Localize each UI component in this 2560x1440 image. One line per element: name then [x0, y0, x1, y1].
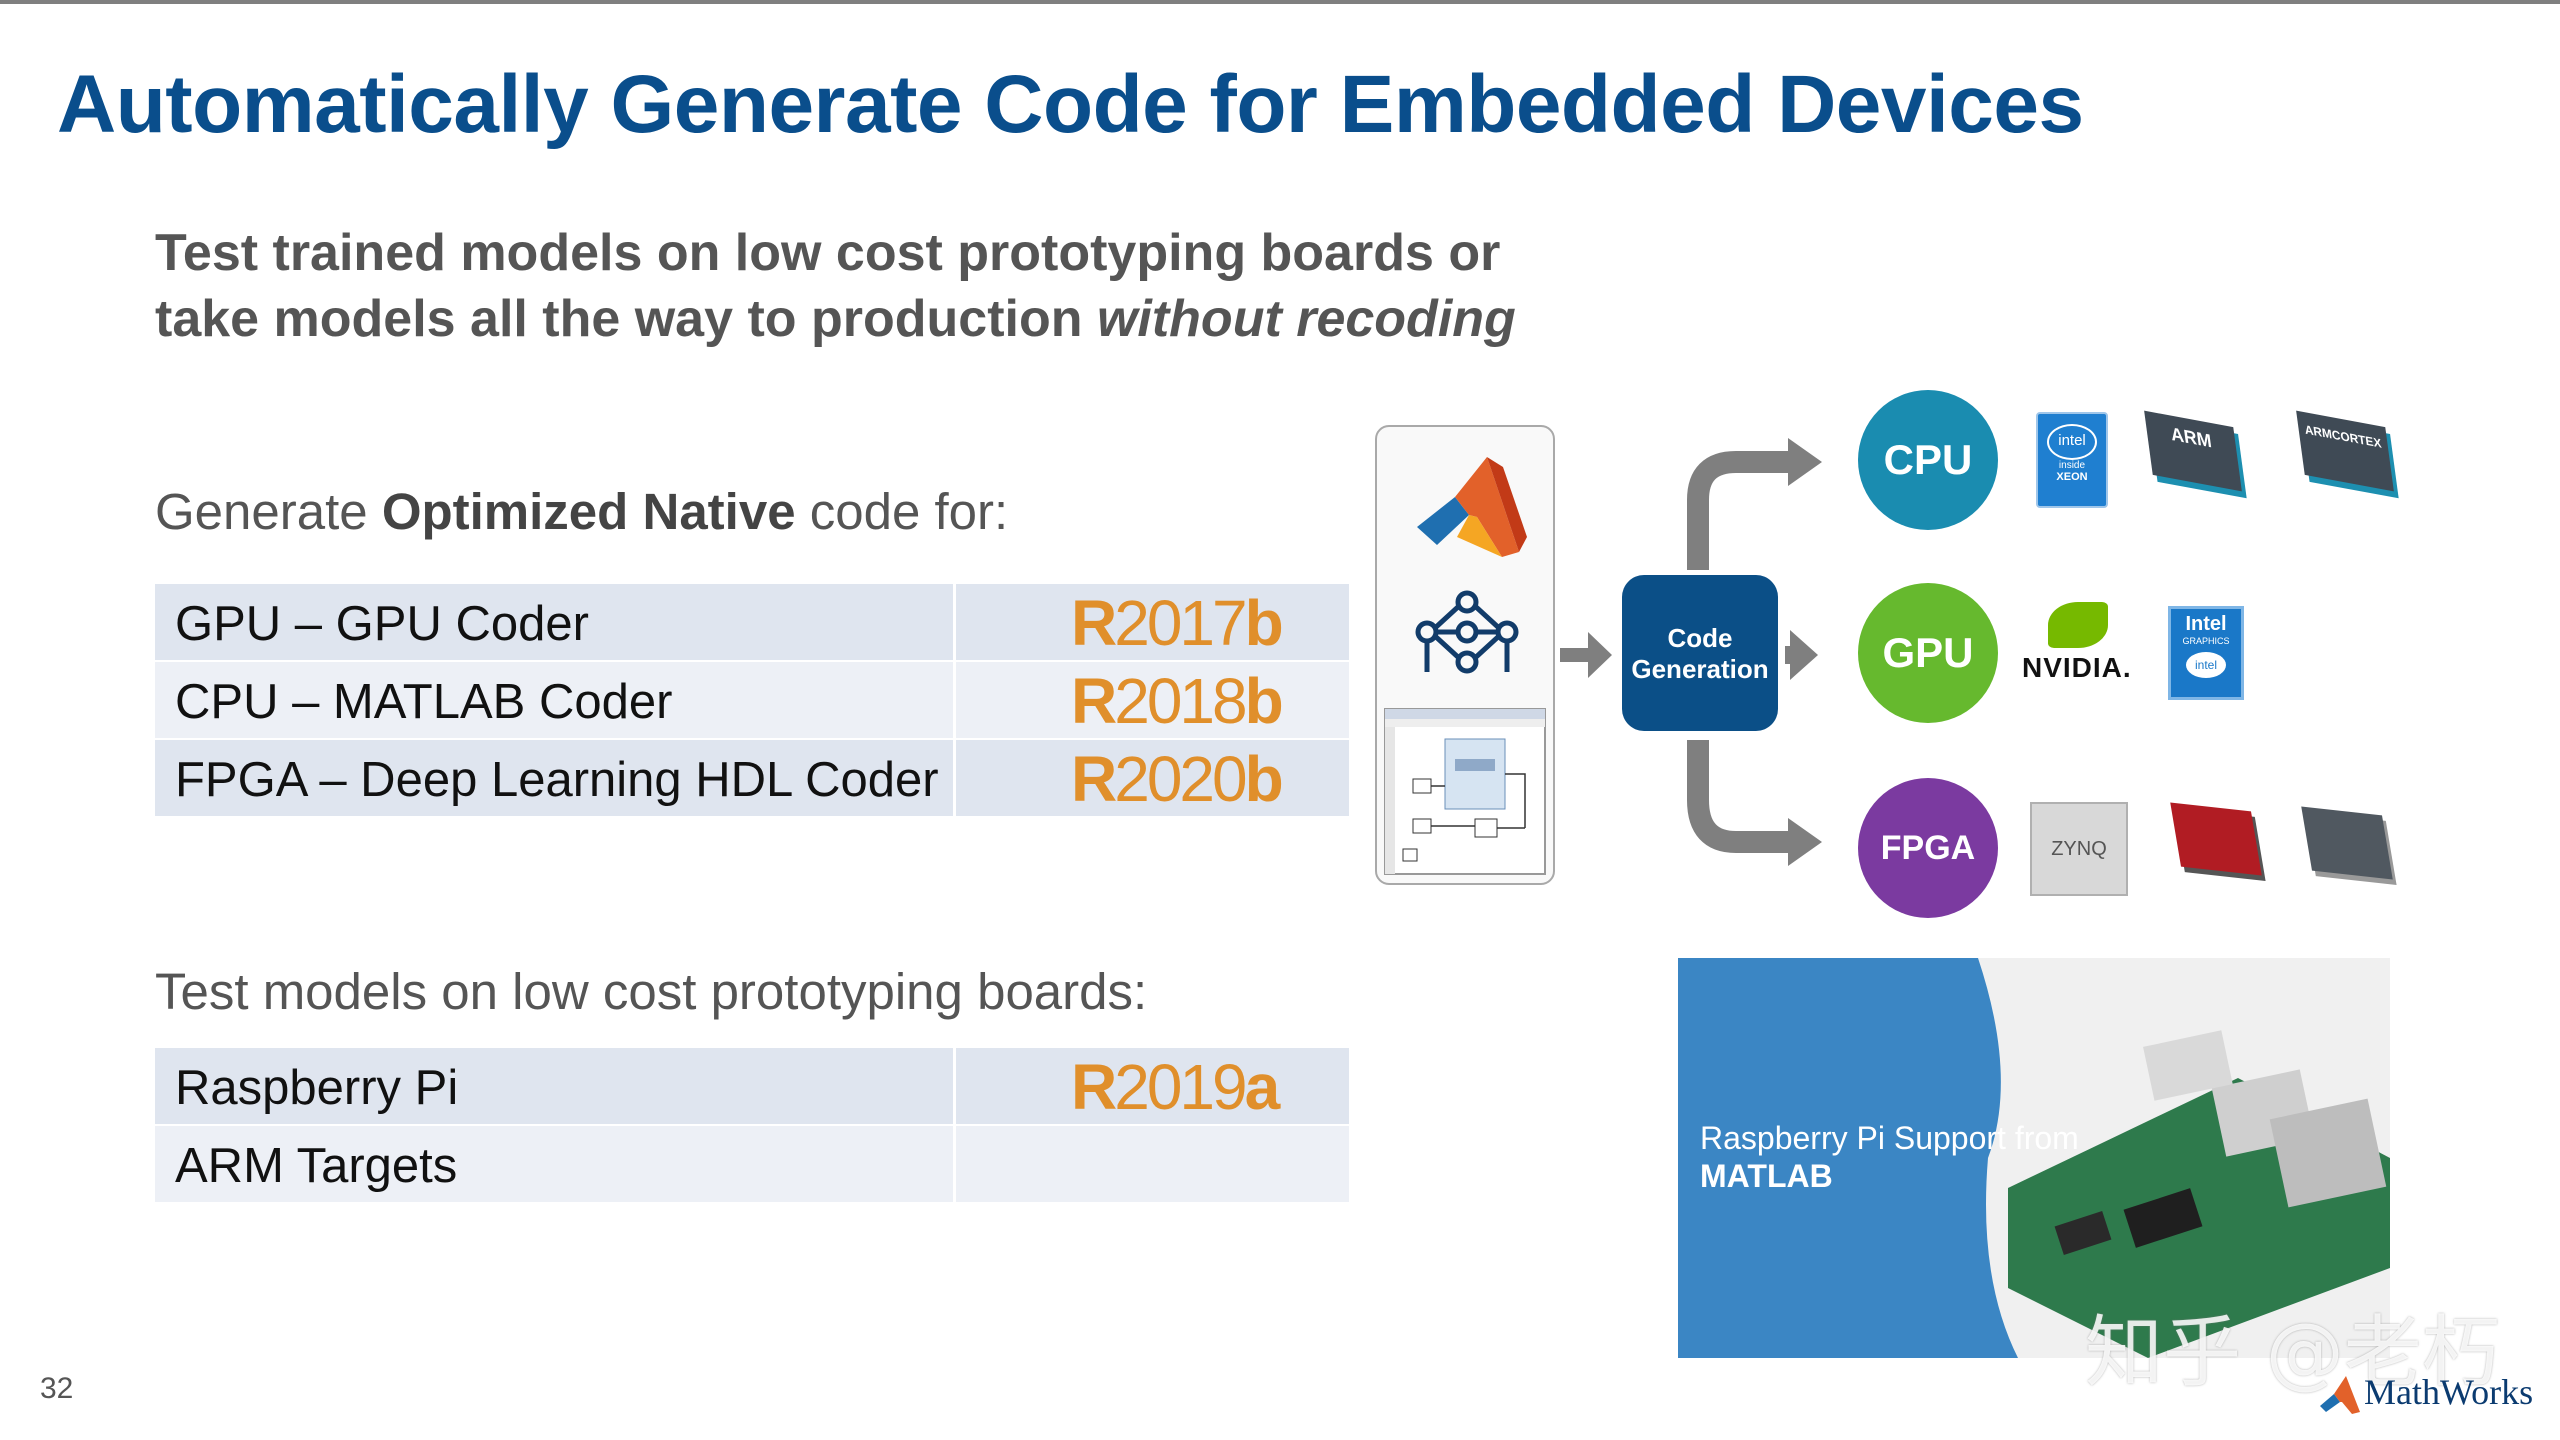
- subtitle-emphasis: without recoding: [1096, 290, 1516, 348]
- release-r: R: [1071, 587, 1117, 659]
- intel-graphics-text: Intel: [2185, 613, 2227, 635]
- watermark-text: 知乎 @老朽: [2085, 1308, 2500, 1398]
- gpu-target-circle: GPU: [1858, 583, 1998, 723]
- graphics-text: GRAPHICS: [2182, 636, 2230, 646]
- zynq-chip-icon: ZYNQ: [2030, 802, 2128, 896]
- row-label: ARM Targets: [175, 1139, 458, 1193]
- arm-cortex-m-chip-icon: ARMCORTEX: [2296, 410, 2394, 492]
- subtitle-line-2: take models all the way to production wi…: [155, 286, 1516, 352]
- neural-network-icon: [1415, 590, 1519, 674]
- nvidia-logo-icon: NVIDIA.: [2022, 602, 2142, 698]
- source-icons: [1384, 457, 1546, 875]
- release-year: 2017: [1114, 587, 1247, 659]
- row-label: CPU – MATLAB Coder: [175, 675, 673, 729]
- table-cell-label: [155, 740, 956, 816]
- release-r: R: [1071, 1051, 1117, 1123]
- top-rule: [0, 0, 2560, 4]
- section-heading-prototyping: Test models on low cost prototyping boar…: [155, 963, 1148, 1020]
- table-cell-label: [155, 662, 956, 738]
- intel-graphics-logo-icon: Intel GRAPHICS intel: [2168, 606, 2244, 700]
- release-suffix: b: [1244, 587, 1284, 659]
- subtitle-line-2-plain: take models all the way to production: [155, 290, 1097, 348]
- table-row: Raspberry Pi R2019a: [155, 1048, 1349, 1124]
- arm-text: ARM: [2169, 423, 2213, 452]
- prototyping-table: Raspberry Pi R2019a ARM Targets: [155, 1048, 1349, 1204]
- table-row: FPGA – Deep Learning HDL Coder R2020b: [155, 740, 1349, 816]
- matlab-logo-icon: [1417, 457, 1527, 557]
- table-cell-label: [155, 1126, 956, 1202]
- arm-cortex-a-chip-icon: ARM: [2144, 410, 2242, 492]
- release-suffix: a: [1244, 1051, 1281, 1123]
- zynq-text: ZYNQ: [2051, 838, 2107, 860]
- mathworks-brand: MathWorks: [2364, 1372, 2534, 1412]
- release-suffix: b: [1244, 665, 1284, 737]
- xeon-text: XEON: [2056, 471, 2088, 483]
- fpga-target-circle: FPGA: [1858, 778, 1998, 918]
- intel-fpga-chip-icon: [2170, 802, 2262, 876]
- row-label: FPGA – Deep Learning HDL Coder: [175, 753, 939, 807]
- source-model-panel: [1375, 425, 1555, 885]
- mathworks-logo-icon: [2320, 1376, 2360, 1414]
- cpu-target-circle: CPU: [1858, 390, 1998, 530]
- simulink-model-thumbnail: [1384, 708, 1546, 875]
- release-year: 2018: [1114, 665, 1247, 737]
- arrow-to-cpu-icon: [1687, 451, 1790, 570]
- release-year: 2019: [1114, 1051, 1247, 1123]
- subtitle-line-1: Test trained models on low cost prototyp…: [155, 224, 1501, 282]
- section1-bold: Optimized Native: [381, 483, 796, 540]
- raspberry-pi-board-image: [1678, 958, 2390, 1358]
- intel-inside-sub: inside: [2058, 460, 2086, 471]
- intel-inside-text: intel: [2047, 424, 2097, 460]
- flow-arrows: [1560, 438, 1822, 866]
- row-label: Raspberry Pi: [175, 1061, 459, 1115]
- code-generation-box: Code Generation: [1622, 575, 1778, 731]
- table-row: CPU – MATLAB Coder R2018b: [155, 662, 1349, 738]
- arrow-to-fpga-icon: [1687, 740, 1790, 853]
- section1-suffix: code for:: [795, 483, 1009, 540]
- armcortex-text: ARMCORTEX: [2303, 422, 2383, 451]
- release-year: 2020: [1114, 743, 1247, 815]
- native-code-table: GPU – GPU Coder R2017b CPU – MATLAB Code…: [155, 584, 1349, 818]
- release-badge: R2018b: [1071, 664, 1284, 738]
- release-badge: R2019a: [1071, 1050, 1281, 1124]
- codegen-line-1: Code: [1667, 623, 1733, 653]
- table-row: GPU – GPU Coder R2017b: [155, 584, 1349, 660]
- photo-caption-line-1: Raspberry Pi Support from: [1700, 1120, 2079, 1156]
- codegen-line-2: Generation: [1631, 654, 1769, 684]
- intel-graphics-badge: intel: [2186, 652, 2226, 678]
- section-heading-native-code: Generate Optimized Native code for:: [155, 482, 1008, 541]
- raspberry-pi-photo: Raspberry Pi Support from MATLAB: [1678, 958, 2390, 1358]
- release-badge: R2020b: [1071, 742, 1284, 816]
- release-badge: R2017b: [1071, 586, 1284, 660]
- intel-xeon-logo-icon: intel inside XEON: [2036, 412, 2108, 508]
- nvidia-text: NVIDIA.: [2022, 652, 2132, 683]
- slide-subtitle: Test trained models on low cost prototyp…: [155, 220, 1516, 352]
- xilinx-chip-icon: [2301, 806, 2393, 880]
- release-r: R: [1071, 743, 1117, 815]
- arrow-into-codegen-icon: [1560, 632, 1612, 678]
- page-number: 32: [40, 1372, 74, 1405]
- table-cell-label: [155, 584, 956, 660]
- photo-caption-line-2: MATLAB: [1700, 1158, 1833, 1194]
- section1-prefix: Generate: [155, 483, 382, 540]
- table-cell-label: [155, 1048, 956, 1124]
- table-row: ARM Targets: [155, 1126, 1349, 1202]
- release-suffix: b: [1244, 743, 1284, 815]
- slide-title: Automatically Generate Code for Embedded…: [57, 59, 2084, 150]
- row-label: GPU – GPU Coder: [175, 597, 589, 651]
- release-r: R: [1071, 665, 1117, 737]
